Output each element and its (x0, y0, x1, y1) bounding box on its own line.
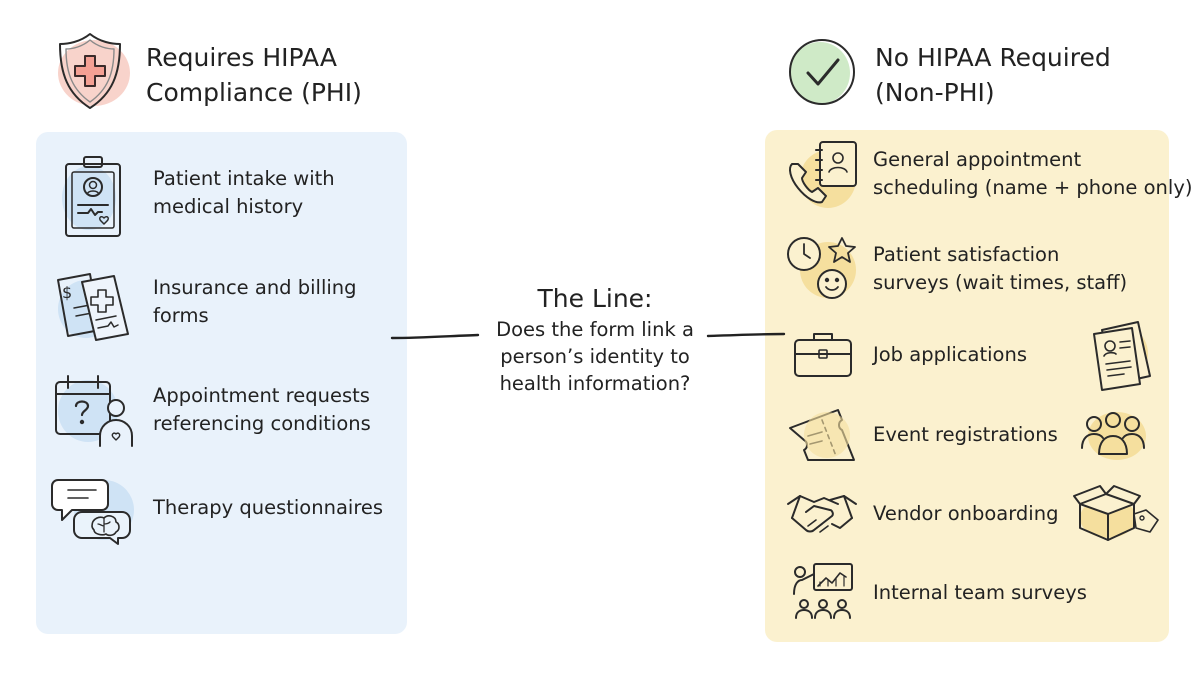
non-phi-title-line: (Non-PHI) (875, 78, 995, 107)
check-blob (790, 42, 850, 104)
label-line: Patient satisfaction (873, 243, 1060, 266)
divider-line-left (390, 330, 480, 344)
resume-documents-icon (1090, 318, 1154, 391)
phi-title-line: Requires HIPAA (146, 43, 337, 72)
phi-item-label: Appointment requests referencing conditi… (153, 382, 371, 438)
label-line: Patient intake with (153, 167, 335, 190)
label-line: medical history (153, 195, 304, 218)
label-line: Job applications (873, 343, 1027, 366)
item-blob (62, 166, 116, 230)
label-line: Therapy questionnaires (153, 496, 384, 519)
clipboard-patient-icon (62, 154, 124, 238)
phi-item-label: Therapy questionnaires (153, 494, 383, 522)
center-headline: The Line: (537, 284, 653, 313)
divider-line-right (706, 328, 786, 342)
label-line: Appointment requests (153, 384, 370, 407)
label-line: forms (153, 304, 209, 327)
decision-criterion: The Line: Does the form link a person’s … (470, 282, 720, 397)
question-line: Does the form link a (496, 318, 694, 341)
non-phi-title-line: No HIPAA Required (875, 43, 1111, 72)
non-phi-item-label: Patient satisfaction surveys (wait times… (873, 241, 1127, 297)
phi-title-line: Compliance (PHI) (146, 78, 362, 107)
label-line: Vendor onboarding (873, 502, 1059, 525)
briefcase-icon (792, 330, 854, 380)
label-line: Internal team surveys (873, 581, 1087, 604)
group-people-icon (1080, 410, 1146, 460)
presentation-team-icon (790, 560, 856, 620)
phi-item-label: Patient intake with medical history (153, 165, 335, 221)
question-line: person’s identity to (500, 345, 690, 368)
label-line: surveys (wait times, staff) (873, 271, 1128, 294)
handshake-icon (786, 486, 858, 538)
non-phi-item-label: General appointment scheduling (name + p… (873, 146, 1192, 202)
insurance-billing-documents-icon: $ (52, 268, 132, 344)
non-phi-item-label: Vendor onboarding (873, 500, 1058, 528)
phi-item-label: Insurance and billing forms (153, 274, 357, 330)
phone-address-book-icon (784, 138, 862, 210)
non-phi-item-label: Event registrations (873, 421, 1058, 449)
label-line: scheduling (name + phone only) (873, 176, 1193, 199)
shield-medical-icon (54, 30, 126, 112)
center-question: Does the form link a person’s identity t… (470, 316, 720, 397)
non-phi-title: No HIPAA Required (Non-PHI) (875, 40, 1111, 110)
clock-star-smiley-icon (786, 234, 860, 302)
label-line: Event registrations (873, 423, 1058, 446)
phi-title: Requires HIPAA Compliance (PHI) (146, 40, 362, 110)
checkmark-circle-icon (786, 36, 858, 108)
svg-text:$: $ (62, 283, 72, 302)
label-line: Insurance and billing (153, 276, 357, 299)
non-phi-item-label: Internal team surveys (873, 579, 1087, 607)
speech-bubble-brain-icon (51, 472, 134, 545)
item-blob (804, 412, 850, 458)
calendar-question-person-icon (52, 372, 134, 448)
question-line: health information? (499, 372, 691, 395)
label-line: referencing conditions (153, 412, 371, 435)
package-tag-icon (1072, 484, 1160, 542)
label-line: General appointment (873, 148, 1082, 171)
non-phi-item-label: Job applications (873, 341, 1027, 369)
